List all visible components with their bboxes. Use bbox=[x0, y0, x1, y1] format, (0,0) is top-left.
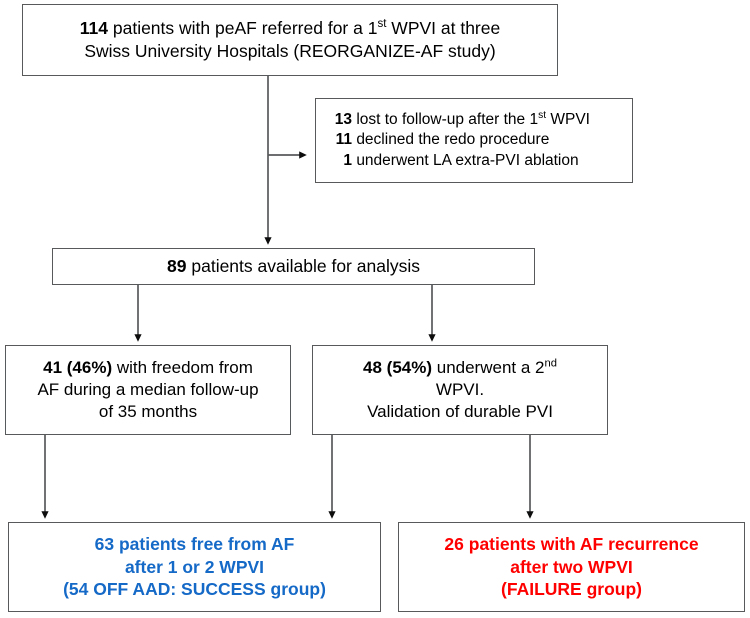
exclusion-text-extra-pvi: underwent LA extra-PVI ablation bbox=[356, 151, 579, 169]
exclusion-ordinal-suffix-lost: st bbox=[538, 110, 547, 122]
freedom-line-2: AF during a median follow-up bbox=[37, 379, 259, 399]
exclusion-item-declined-redo: 11 declined the redo procedure bbox=[330, 130, 626, 150]
node-success-group: 63 patients free from AF after 1 or 2 WP… bbox=[8, 522, 381, 612]
node-analysis-population: 89 patients available for analysis bbox=[52, 248, 535, 285]
node-freedom-from-af: 41 (46%) with freedom from AF during a m… bbox=[5, 345, 291, 435]
exclusion-count-lost: 13 bbox=[334, 111, 352, 129]
redo-line-1: 48 (54%) underwent a 2nd bbox=[319, 357, 601, 379]
exclusion-item-lost-to-followup: 13 lost to follow-up after the 1st WPVI bbox=[330, 110, 626, 130]
analysis-text: patients available for analysis bbox=[186, 256, 420, 277]
enrolled-line-1: 114 patients with peAF referred for a 1s… bbox=[29, 17, 551, 40]
failure-line-1: 26 patients with AF recurrence bbox=[444, 533, 699, 554]
enrolled-ordinal-suffix: st bbox=[377, 18, 387, 31]
redo-line-1-text: underwent a 2 bbox=[432, 357, 545, 377]
node-failure-group: 26 patients with AF recurrence after two… bbox=[398, 522, 745, 612]
freedom-line-1: 41 (46%) with freedom from bbox=[12, 357, 284, 379]
success-line-1: 63 patients free from AF bbox=[94, 533, 295, 554]
exclusion-count-declined: 11 bbox=[335, 131, 352, 149]
failure-line-2: after two WPVI bbox=[510, 556, 633, 577]
redo-line-2: WPVI. bbox=[435, 379, 485, 399]
analysis-line: 89 patients available for analysis bbox=[59, 255, 528, 278]
exclusion-count-extra-pvi: 1 bbox=[343, 151, 352, 169]
node-enrolled-cohort: 114 patients with peAF referred for a 1s… bbox=[22, 4, 558, 76]
analysis-count: 89 bbox=[167, 256, 187, 277]
enrolled-line-1-text: patients with peAF referred for a 1 bbox=[108, 18, 378, 39]
freedom-line-3: of 35 months bbox=[98, 402, 198, 422]
exclusion-text-lost: lost to follow-up after the 1 bbox=[356, 111, 539, 129]
node-exclusions: 13 lost to follow-up after the 1st WPVI … bbox=[315, 98, 633, 183]
failure-line-3: (FAILURE group) bbox=[501, 579, 642, 600]
freedom-count: 41 (46%) bbox=[43, 357, 113, 377]
success-line-2: after 1 or 2 WPVI bbox=[124, 556, 265, 577]
exclusion-text-declined: declined the redo procedure bbox=[356, 131, 550, 149]
success-line-3: (54 OFF AAD: SUCCESS group) bbox=[63, 579, 326, 600]
enrolled-line-2: Swiss University Hospitals (REORGANIZE-A… bbox=[84, 41, 496, 61]
redo-line-3: Validation of durable PVI bbox=[367, 402, 553, 422]
enrolled-count: 114 bbox=[79, 18, 108, 39]
node-redo-wpvi: 48 (54%) underwent a 2nd WPVI. Validatio… bbox=[312, 345, 608, 435]
exclusion-item-extra-pvi: 1 underwent LA extra-PVI ablation bbox=[330, 151, 626, 171]
enrolled-line-1-tail: WPVI at three bbox=[386, 18, 501, 39]
freedom-line-1-text: with freedom from bbox=[112, 357, 253, 377]
redo-ordinal-suffix: nd bbox=[544, 357, 557, 370]
exclusion-tail-lost: WPVI bbox=[546, 111, 590, 129]
redo-count: 48 (54%) bbox=[363, 357, 433, 377]
